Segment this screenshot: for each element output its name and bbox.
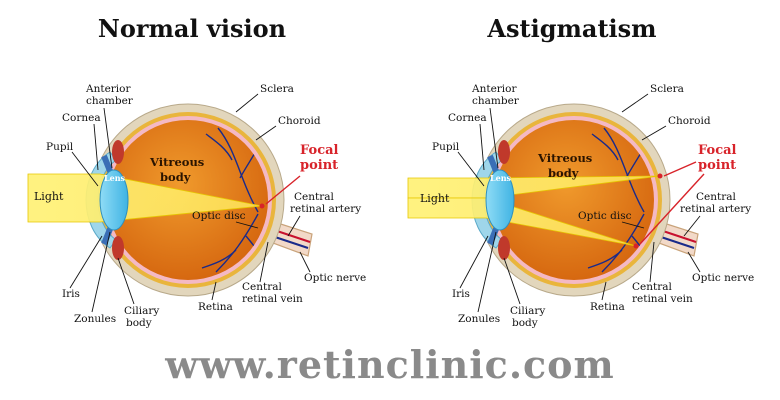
- label-retina: Retina: [198, 301, 233, 313]
- label-anterior-chamber-line2: chamber: [86, 95, 134, 107]
- label-vitreous-body-line1: Vitreous: [537, 151, 592, 165]
- website-watermark: www.retinclinic.com: [165, 342, 615, 387]
- label-light: Light: [420, 192, 450, 205]
- label-zonules: Zonules: [458, 313, 500, 325]
- label-iris: Iris: [62, 288, 80, 300]
- ciliary-body-upper: [498, 140, 510, 164]
- eye-astigmatism: [407, 103, 699, 297]
- labels-normal: Anterior chamber Sclera Cornea Choroid P…: [34, 83, 366, 329]
- label-choroid: Choroid: [668, 115, 711, 127]
- label-focal-point-line2: point: [300, 158, 338, 173]
- label-iris: Iris: [452, 288, 470, 300]
- label-cornea: Cornea: [62, 112, 101, 124]
- ciliary-body-shape: [112, 236, 124, 260]
- focal-point-marker-1: [657, 173, 663, 179]
- label-central-retinal-artery-line2: retinal artery: [680, 203, 751, 215]
- label-pupil: Pupil: [46, 141, 74, 153]
- light-beam-upper: [407, 175, 661, 199]
- label-anterior-chamber-line2: chamber: [472, 95, 520, 107]
- label-optic-nerve: Optic nerve: [692, 272, 754, 284]
- label-ciliary-body-line2: body: [126, 317, 152, 329]
- label-central-retinal-vein-line2: retinal vein: [632, 293, 693, 305]
- label-sclera: Sclera: [650, 83, 684, 95]
- label-optic-disc: Optic disc: [192, 210, 246, 222]
- label-ciliary-body-line2: body: [512, 317, 538, 329]
- label-central-retinal-artery-line2: retinal artery: [290, 203, 361, 215]
- label-vitreous-body-line1: Vitreous: [149, 155, 204, 169]
- light-beam: [27, 173, 263, 223]
- panel-title-normal-vision: Normal vision: [97, 14, 287, 43]
- label-central-retinal-vein-line2: retinal vein: [242, 293, 303, 305]
- label-optic-disc: Optic disc: [578, 210, 632, 222]
- label-optic-nerve: Optic nerve: [304, 272, 366, 284]
- label-anterior-chamber-line1: Anterior: [85, 83, 131, 95]
- ciliary-body-upper: [112, 140, 124, 164]
- label-pupil: Pupil: [432, 141, 460, 153]
- label-ciliary-body-line1: Ciliary: [124, 305, 159, 317]
- label-central-retinal-vein-line1: Central: [242, 281, 283, 293]
- eye-normal: [27, 103, 313, 297]
- lens-shape: [99, 169, 129, 231]
- label-light: Light: [34, 190, 64, 203]
- label-focal-point-line1: Focal: [698, 143, 737, 158]
- label-focal-point-line1: Focal: [300, 143, 339, 158]
- label-ciliary-body-line1: Ciliary: [510, 305, 545, 317]
- label-lens: Lens: [490, 173, 512, 183]
- label-retina: Retina: [590, 301, 625, 313]
- label-central-retinal-artery-line1: Central: [696, 191, 737, 203]
- label-zonules: Zonules: [74, 313, 116, 325]
- label-vitreous-body-line2: body: [160, 170, 191, 184]
- ciliary-body-shape: [498, 236, 510, 260]
- light-beam-lower: [407, 197, 637, 247]
- label-lens: Lens: [104, 173, 126, 183]
- label-sclera: Sclera: [260, 83, 294, 95]
- label-central-retinal-artery-line1: Central: [294, 191, 335, 203]
- focal-point-marker-2: [633, 243, 639, 249]
- label-cornea: Cornea: [448, 112, 487, 124]
- focal-point-marker: [259, 203, 265, 209]
- label-vitreous-body-line2: body: [548, 166, 579, 180]
- lens-shape: [485, 169, 515, 231]
- label-anterior-chamber-line1: Anterior: [471, 83, 517, 95]
- vitreous-body: [494, 120, 654, 280]
- label-choroid: Choroid: [278, 115, 321, 127]
- label-central-retinal-vein-line1: Central: [632, 281, 673, 293]
- labels-astigmatism: Anterior chamber Sclera Cornea Choroid P…: [420, 83, 754, 329]
- panel-title-astigmatism: Astigmatism: [487, 14, 657, 43]
- label-focal-point-line2: point: [698, 158, 736, 173]
